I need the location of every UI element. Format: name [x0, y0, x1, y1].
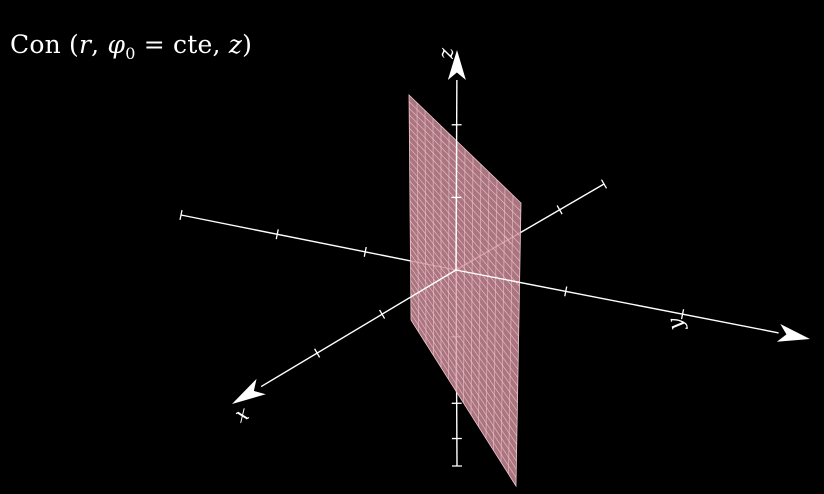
z-axis-label: z [437, 47, 461, 60]
plane-grid-line-horizontal [409, 213, 519, 354]
caption-phi: φ [107, 30, 126, 59]
plane-grid-line-horizontal [409, 154, 520, 279]
plane-grid [408, 101, 522, 478]
plane-grid-line-horizontal [409, 207, 519, 345]
plane-grid-line-horizontal [409, 200, 519, 337]
caption-equals-cte: = cte, [135, 30, 229, 59]
plane-grid-line-horizontal [409, 147, 521, 270]
y-axis-tick [680, 309, 685, 320]
plane-grid-line-horizontal [409, 220, 519, 362]
caption-close-paren: ) [242, 30, 253, 59]
x-axis-label: x [231, 401, 253, 428]
title-caption: Con (r, φ0 = cte, z) [10, 30, 252, 63]
plane-grid-line-horizontal [410, 246, 518, 395]
caption-sep: , [91, 30, 108, 59]
plane-grid-line-horizontal [410, 286, 518, 445]
plane-grid-line-horizontal [410, 299, 517, 462]
plane-grid-line-horizontal [409, 187, 520, 320]
plane-grid-line-horizontal [410, 260, 518, 412]
plane-grid-line-horizontal [410, 313, 517, 478]
x-axis-tick [556, 205, 563, 215]
plane-grid-line-horizontal [408, 107, 521, 220]
y-axis-tick [275, 229, 279, 240]
plane-grid-line-horizontal [410, 280, 518, 437]
plane-grid-line-horizontal [409, 134, 521, 254]
plane-grid-line-horizontal [409, 180, 520, 312]
plane-grid-line-horizontal [409, 174, 520, 304]
x-axis-tick [314, 348, 321, 358]
plane-grid-line-horizontal [410, 266, 518, 420]
axes-front [232, 50, 810, 404]
z-axis-positive-segment [455, 79, 458, 271]
y-axis-end-cap [179, 209, 183, 221]
plane-grid-line-horizontal [410, 306, 517, 470]
y-axis-label: y [662, 315, 688, 333]
plane-grid-line-horizontal [410, 253, 518, 403]
z-axis-arrowhead [447, 50, 466, 81]
plane-grid-line-horizontal [409, 167, 520, 295]
x-axis-arrowhead [232, 378, 266, 404]
plane-grid-line-horizontal [410, 273, 518, 428]
x-axis-positive-segment [260, 269, 457, 388]
plane-grid-line-horizontal [408, 114, 521, 229]
y-axis-tick [564, 286, 568, 297]
y-axis-positive-segment [455, 269, 779, 334]
plane-grid-line-horizontal [409, 127, 521, 245]
x-axis-tick [379, 309, 386, 319]
caption-phi-subscript: 0 [125, 44, 136, 63]
y-axis-arrowhead [776, 324, 810, 342]
plane-grid-line-horizontal [409, 227, 519, 370]
plane-grid-line-horizontal [410, 240, 519, 387]
y-axis-tick [363, 246, 367, 257]
caption-r: r [79, 30, 92, 59]
x-axis-end-cap [600, 179, 608, 189]
plane-grid-line-horizontal [409, 194, 520, 329]
plane-grid-line-horizontal [409, 141, 521, 262]
plane-grid-line-horizontal [408, 121, 521, 237]
plane-grid-line-horizontal [408, 101, 522, 212]
caption-open-paren: ( [69, 30, 80, 59]
caption-z: z [228, 30, 243, 59]
caption-prefix: Con [10, 30, 61, 59]
plane-grid-line-horizontal [409, 160, 520, 287]
plane-grid-line-horizontal [410, 293, 517, 453]
plane-grid-line-horizontal [409, 233, 519, 379]
